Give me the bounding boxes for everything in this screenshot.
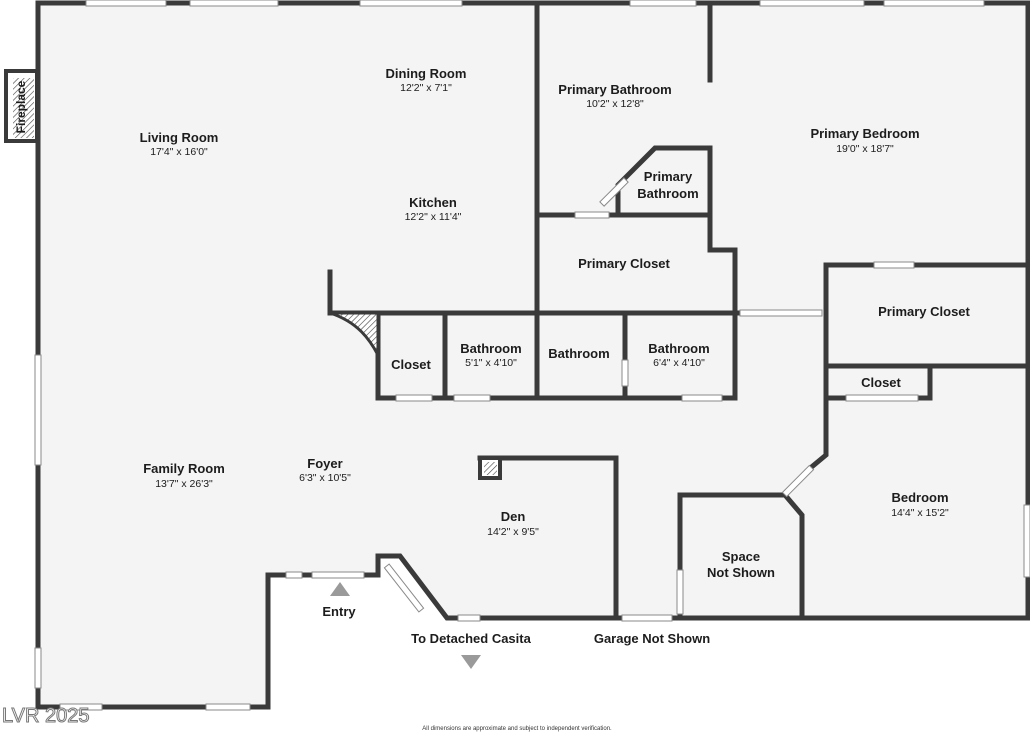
room-name-closet-bedroom: Closet	[861, 375, 901, 390]
room-name-bedroom: Bedroom	[891, 490, 948, 505]
room-dims-bedroom: 14'4" x 15'2"	[891, 507, 949, 519]
room-name-bathroom-3: Bathroom	[648, 341, 709, 356]
room-name-foyer: Foyer	[307, 456, 342, 471]
room-name-family-room: Family Room	[143, 461, 225, 476]
room-dims-foyer: 6'3" x 10'5"	[299, 472, 351, 484]
entry-label: Entry	[322, 604, 356, 619]
room-name-space-not-shown-1: Space	[722, 549, 760, 564]
room-name-space-not-shown-2: Not Shown	[707, 565, 775, 580]
room-name-den: Den	[501, 509, 526, 524]
garage-label: Garage Not Shown	[594, 631, 710, 646]
chimney-hatch	[484, 462, 497, 475]
interior-openings	[395, 177, 919, 615]
entry-arrow-icon	[330, 582, 350, 596]
room-name-primary-bedroom: Primary Bedroom	[810, 126, 919, 141]
room-name-dining-room: Dining Room	[386, 66, 467, 81]
room-name-closet-hall: Closet	[391, 357, 431, 372]
room-dims-primary-bathroom: 10'2" x 12'8"	[586, 98, 644, 110]
room-dims-family-room: 13'7" x 26'3"	[155, 478, 213, 490]
fireplace-label: Fireplace	[14, 80, 28, 133]
room-name-bathroom-1: Bathroom	[460, 341, 521, 356]
casita-arrow-icon	[461, 655, 481, 669]
watermark: LVR 2025	[2, 705, 89, 727]
room-name-primary-closet-2: Primary Closet	[878, 304, 970, 319]
disclaimer-text: All dimensions are approximate and subje…	[422, 726, 612, 732]
exterior-walls	[35, 0, 1030, 710]
room-dims-bathroom-1: 5'1" x 4'10"	[465, 357, 517, 369]
house-floor	[38, 3, 1028, 707]
interior-walls	[327, 0, 1030, 621]
room-dims-living-room: 17'4" x 16'0"	[150, 146, 208, 158]
room-dims-kitchen: 12'2" x 11'4"	[405, 211, 462, 223]
fireplace-hatch	[13, 78, 34, 138]
room-name-living-room: Living Room	[140, 130, 219, 145]
room-name-primary-bathroom-small-2: Bathroom	[637, 186, 698, 201]
room-dims-primary-bedroom: 19'0" x 18'7"	[836, 143, 894, 155]
room-name-bathroom-2: Bathroom	[548, 346, 609, 361]
room-dims-dining-room: 12'2" x 7'1"	[400, 82, 452, 94]
casita-label: To Detached Casita	[411, 631, 531, 646]
windows	[34, 0, 1030, 711]
room-dims-den: 14'2" x 9'5"	[487, 526, 539, 538]
room-name-primary-bathroom-small-1: Primary	[644, 169, 693, 184]
room-name-kitchen: Kitchen	[409, 195, 457, 210]
room-dims-bathroom-3: 6'4" x 4'10"	[653, 357, 705, 369]
room-name-primary-closet-1: Primary Closet	[578, 256, 670, 271]
room-name-primary-bathroom: Primary Bathroom	[558, 82, 671, 97]
